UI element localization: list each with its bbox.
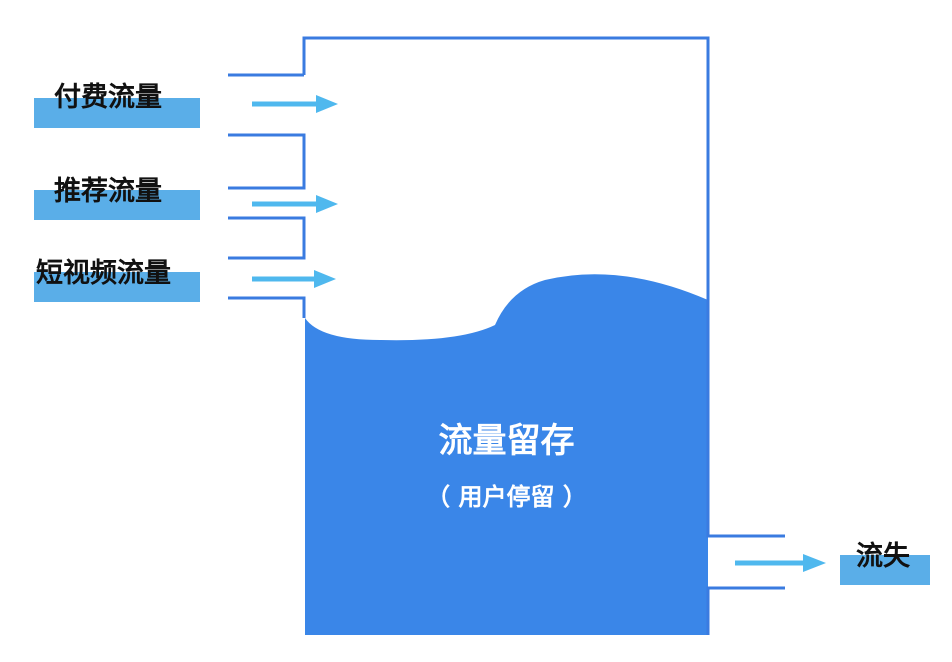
inlet-label-short-video: 短视频流量 <box>36 258 171 289</box>
tank-subtitle: （ 用户停留 ） <box>426 483 587 511</box>
tank-title: 流量留存 <box>438 421 575 461</box>
retained-water <box>305 274 708 635</box>
inlet-arrow-1 <box>252 95 338 113</box>
inlet-label-bar-1 <box>34 98 200 128</box>
inlet-arrow-3 <box>252 270 336 288</box>
tank-outline <box>228 36 785 635</box>
outlet-label: 流失 <box>856 541 910 572</box>
inlet-arrow-2 <box>252 195 338 213</box>
inlet-label-recommend: 推荐流量 <box>54 176 162 207</box>
inlet-label-bar-3 <box>34 272 200 302</box>
outlet-arrow <box>735 554 826 572</box>
inlet-label-bar-2 <box>34 190 200 220</box>
inlet-label-paid: 付费流量 <box>54 82 162 113</box>
outlet-label-bar <box>840 555 930 585</box>
